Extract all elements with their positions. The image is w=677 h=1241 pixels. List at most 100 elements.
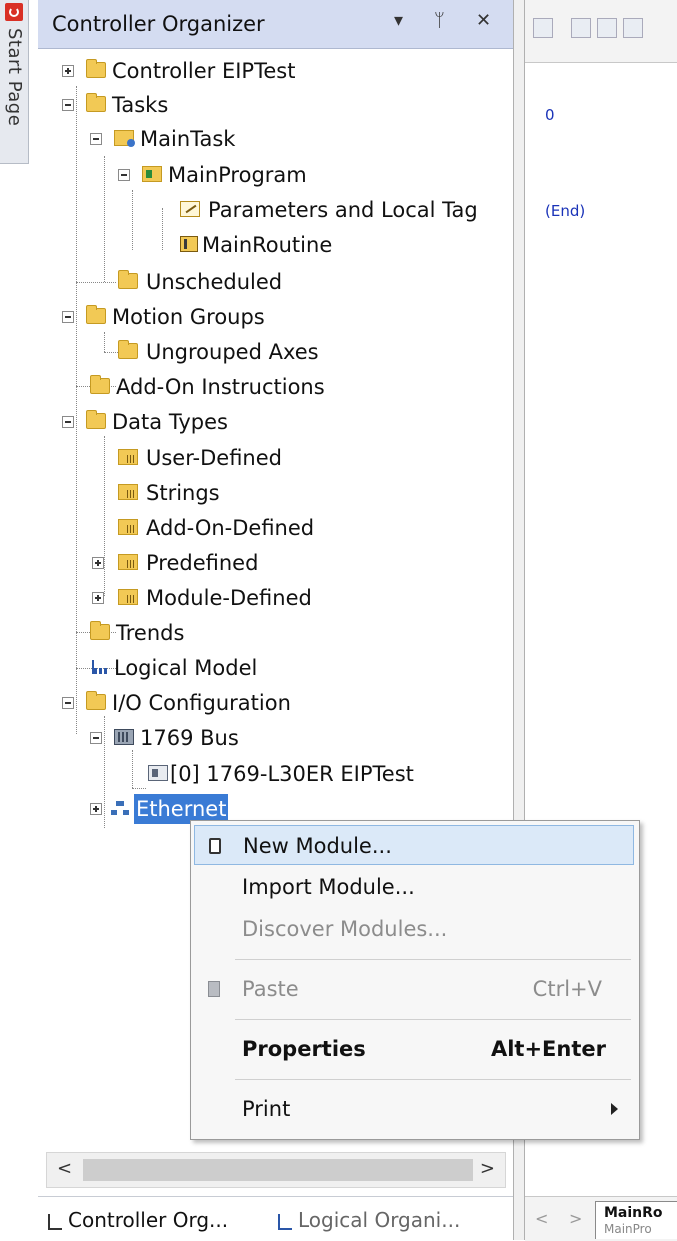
dropdown-icon[interactable]: ▾ xyxy=(394,10,404,31)
tab-label: Logical Organi... xyxy=(298,1208,461,1232)
paste-icon xyxy=(208,981,220,997)
submenu-arrow-icon xyxy=(611,1103,618,1115)
menu-item-new-module[interactable]: New Module... xyxy=(194,825,634,865)
pin-icon[interactable]: ᛘ xyxy=(434,10,445,31)
tree-label: Predefined xyxy=(146,551,259,575)
collapse-icon[interactable] xyxy=(118,169,130,181)
collapse-icon[interactable] xyxy=(62,416,74,428)
menu-separator xyxy=(235,959,631,960)
tree-label: Add-On-Defined xyxy=(146,516,315,540)
menu-item-label: Properties xyxy=(242,1037,366,1061)
scroll-thumb[interactable] xyxy=(83,1159,473,1181)
tab-mainroutine[interactable]: MainRo MainPro xyxy=(595,1201,677,1239)
program-icon xyxy=(142,166,162,182)
menu-separator xyxy=(235,1079,631,1080)
start-page-tab[interactable]: Start Page xyxy=(0,0,29,164)
rung-toolbar-icon[interactable] xyxy=(533,18,553,38)
routine-icon xyxy=(180,236,198,252)
tab-controller-organizer[interactable]: Controller Org... xyxy=(48,1203,228,1237)
data-type-icon xyxy=(118,519,138,535)
context-menu: New Module... Import Module... Discover … xyxy=(190,820,640,1140)
menu-separator xyxy=(235,1019,631,1020)
menu-item-label: Paste xyxy=(242,977,299,1001)
branch-level-toolbar-icon[interactable] xyxy=(597,18,617,38)
tree-label: User-Defined xyxy=(146,446,282,470)
close-icon[interactable]: ✕ xyxy=(476,10,492,31)
collapse-icon[interactable] xyxy=(62,697,74,709)
tab-scroll-left-icon[interactable]: < xyxy=(535,1209,549,1228)
menu-item-label: New Module... xyxy=(243,834,392,858)
tree-label: I/O Configuration xyxy=(112,691,291,715)
new-module-icon xyxy=(209,838,221,854)
logical-model-icon xyxy=(90,659,110,675)
parameters-icon xyxy=(180,201,200,217)
expand-icon[interactable] xyxy=(92,557,104,569)
tab-title: MainRo xyxy=(604,1205,663,1221)
controller-organizer-icon xyxy=(48,1213,62,1230)
folder-icon xyxy=(90,621,110,640)
tree-label: Logical Model xyxy=(114,656,258,680)
tree-label: Motion Groups xyxy=(112,305,265,329)
instruction-toolbar-icon[interactable] xyxy=(623,18,643,38)
data-type-icon xyxy=(118,484,138,500)
menu-item-properties[interactable]: Properties Alt+Enter xyxy=(194,1029,634,1069)
scroll-left-icon[interactable]: < xyxy=(57,1158,73,1179)
data-type-icon xyxy=(118,554,138,570)
tree-label: Strings xyxy=(146,481,220,505)
folder-icon xyxy=(118,270,138,289)
end-rung-marker: (End) xyxy=(545,202,586,220)
tree-label: Controller EIPTest xyxy=(112,59,296,83)
expand-icon[interactable] xyxy=(90,803,102,815)
data-type-icon xyxy=(118,589,138,605)
menu-item-shortcut: Alt+Enter xyxy=(490,1037,606,1061)
tree-label: MainProgram xyxy=(168,163,307,187)
module-icon xyxy=(148,765,168,781)
expand-icon[interactable] xyxy=(92,592,104,604)
tree-label: Tasks xyxy=(112,93,169,117)
folder-icon xyxy=(86,691,106,710)
start-page-icon xyxy=(5,3,23,21)
editor-tab-bar: < > MainRo MainPro xyxy=(525,1196,677,1241)
logical-organizer-icon xyxy=(278,1213,292,1230)
task-icon xyxy=(114,130,135,147)
organizer-tree: Controller EIPTest Tasks MainTask MainPr… xyxy=(38,52,513,1152)
tab-scroll-right-icon[interactable]: > xyxy=(569,1209,583,1228)
collapse-icon[interactable] xyxy=(62,311,74,323)
tree-label: [0] 1769-L30ER EIPTest xyxy=(170,762,414,786)
tab-logical-organizer[interactable]: Logical Organi... xyxy=(278,1203,460,1237)
organizer-tabs: Controller Org... Logical Organi... xyxy=(38,1196,513,1241)
folder-icon xyxy=(86,410,106,429)
menu-item-label: Discover Modules... xyxy=(242,917,448,941)
tree-label: Ungrouped Axes xyxy=(146,340,319,364)
branch-toolbar-icon[interactable] xyxy=(571,18,591,38)
menu-item-shortcut: Ctrl+V xyxy=(532,977,602,1001)
folder-icon xyxy=(86,93,106,112)
horizontal-scrollbar[interactable]: < > xyxy=(46,1152,506,1188)
menu-item-import-module[interactable]: Import Module... xyxy=(194,867,634,907)
menu-item-discover-modules[interactable]: Discover Modules... xyxy=(194,909,634,949)
menu-item-print[interactable]: Print xyxy=(194,1089,634,1129)
rung-number: 0 xyxy=(545,106,555,124)
tree-label: Module-Defined xyxy=(146,586,312,610)
organizer-header: Controller Organizer ▾ ᛘ ✕ xyxy=(38,0,513,49)
folder-icon xyxy=(118,340,138,359)
tab-label: Controller Org... xyxy=(68,1208,229,1232)
tree-label: MainRoutine xyxy=(202,233,333,257)
collapse-icon[interactable] xyxy=(90,133,102,145)
network-icon xyxy=(110,800,130,816)
tree-label: Unscheduled xyxy=(146,270,283,294)
tree-label: Add-On Instructions xyxy=(116,375,325,399)
folder-icon xyxy=(86,305,106,324)
data-type-icon xyxy=(118,449,138,465)
tree-label: Trends xyxy=(116,621,185,645)
menu-item-label: Import Module... xyxy=(242,875,415,899)
tree-label: Parameters and Local Tag xyxy=(208,198,478,222)
tab-subtitle: MainPro xyxy=(604,1222,652,1236)
bus-icon xyxy=(114,729,134,745)
scroll-right-icon[interactable]: > xyxy=(479,1158,495,1179)
folder-icon xyxy=(86,59,106,78)
expand-icon[interactable] xyxy=(62,65,74,77)
menu-item-paste[interactable]: Paste Ctrl+V xyxy=(194,969,634,1009)
collapse-icon[interactable] xyxy=(90,732,102,744)
collapse-icon[interactable] xyxy=(62,99,74,111)
